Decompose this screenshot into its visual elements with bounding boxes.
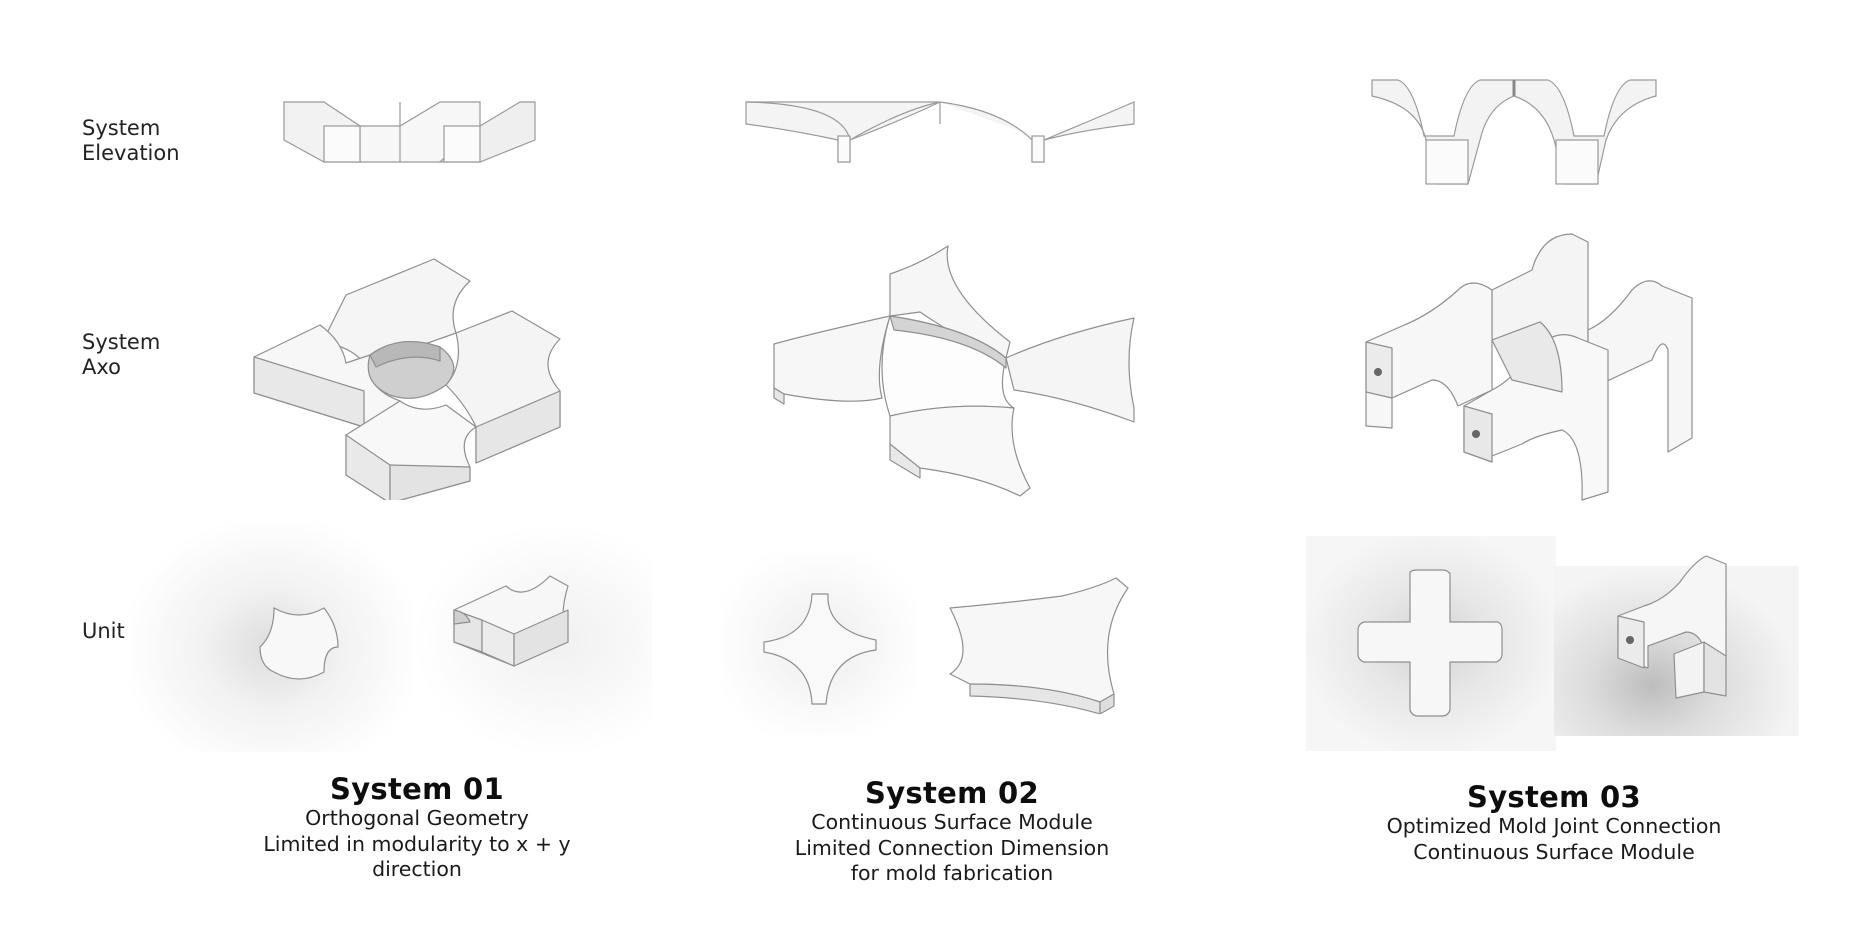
row-label-unit: Unit xyxy=(82,619,125,643)
system-02-elevation xyxy=(742,96,1138,168)
system-01-line-1: Orthogonal Geometry xyxy=(305,806,529,830)
system-03-line-2: Continuous Surface Module xyxy=(1413,839,1695,864)
system-02-line-2: Limited Connection Dimension xyxy=(794,835,1110,860)
system-03-axo xyxy=(1362,230,1698,505)
system-03-elevation xyxy=(1368,76,1660,188)
system-02-axo xyxy=(770,238,1145,508)
system-01-elevation xyxy=(280,96,540,168)
system-03-caption: System 03 Optimized Mold Joint Connectio… xyxy=(1387,780,1722,865)
system-02-line-3: for mold fabrication xyxy=(850,861,1054,885)
system-03-title: System 03 xyxy=(1467,780,1641,814)
system-01-unit-axo xyxy=(450,572,575,692)
system-03-unit-plan xyxy=(1354,566,1506,720)
system-02-unit-plan xyxy=(760,590,880,708)
system-02-unit-axo xyxy=(946,574,1132,714)
system-02-caption: System 02 Continuous Surface Module Limi… xyxy=(795,776,1109,887)
system-01-line-2: Limited in modularity to x + y xyxy=(263,831,571,856)
system-01-line-3: direction xyxy=(372,857,462,881)
system-01-axo xyxy=(250,255,570,500)
row-label-system-axo: System Axo xyxy=(82,330,161,379)
system-03-unit-axo xyxy=(1614,552,1742,702)
row-label-system-elevation: System Elevation xyxy=(82,116,180,165)
system-02-title: System 02 xyxy=(865,776,1039,810)
system-03-line-1: Optimized Mold Joint Connection xyxy=(1386,814,1722,838)
system-01-unit-plan xyxy=(256,604,342,690)
system-01-caption: System 01 Orthogonal Geometry Limited in… xyxy=(263,772,570,883)
system-01-title: System 01 xyxy=(330,772,504,806)
system-02-line-1: Continuous Surface Module xyxy=(811,810,1093,834)
